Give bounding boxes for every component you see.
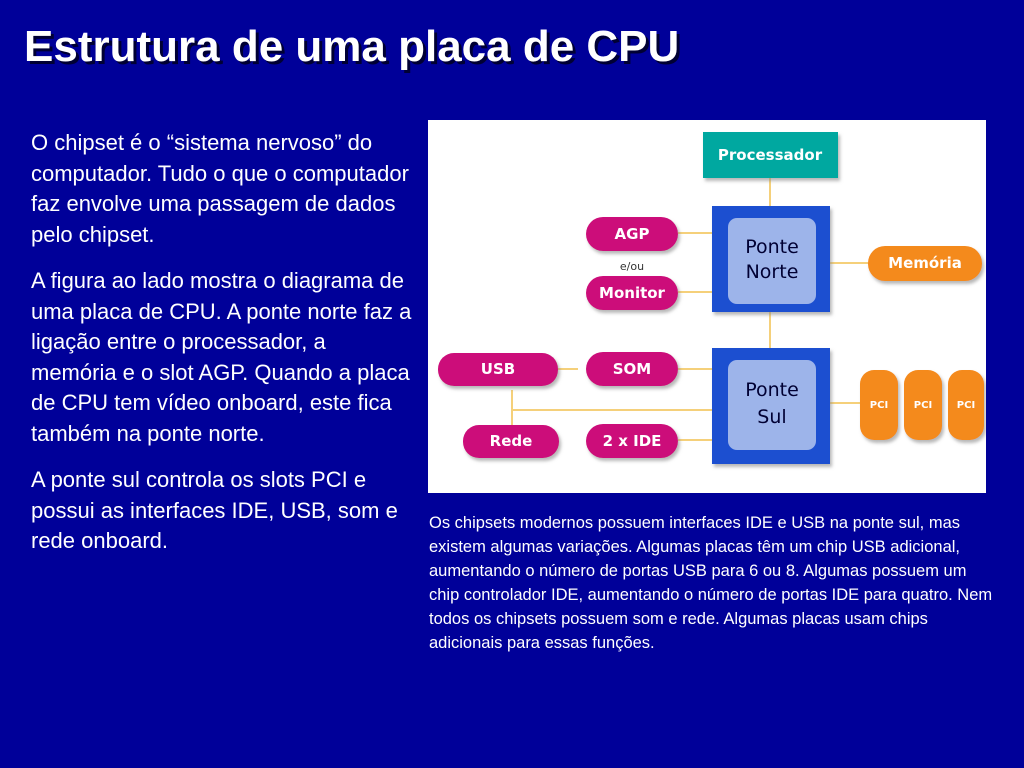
memory-label: Memória: [888, 254, 962, 272]
usb-label: USB: [481, 360, 515, 378]
ide-label: 2 x IDE: [603, 432, 662, 450]
memory-block: Memória: [868, 246, 982, 281]
pci-label-3: PCI: [957, 400, 975, 411]
paragraph-north-bridge: A figura ao lado mostra o diagrama de um…: [31, 268, 412, 446]
bus-lines: [511, 178, 868, 441]
north-bridge-label-1: Ponte: [745, 236, 799, 258]
paragraph-south-bridge: A ponte sul controla os slots PCI e poss…: [31, 467, 398, 553]
north-bridge-label-2: Norte: [746, 261, 799, 283]
monitor-block: Monitor: [586, 276, 678, 310]
monitor-label: Monitor: [599, 284, 666, 302]
sound-block: SOM: [586, 352, 678, 386]
processor-block: Processador: [703, 132, 838, 178]
paragraph-chipset: O chipset é o “sistema nervoso” do compu…: [31, 130, 409, 247]
south-bridge-block: Ponte Sul: [712, 348, 830, 464]
pci-slot-1: PCI: [860, 370, 898, 440]
or-label: e/ou: [620, 260, 644, 273]
body-text: O chipset é o “sistema nervoso” do compu…: [31, 128, 416, 573]
north-bridge-block: Ponte Norte: [712, 206, 830, 312]
diagram-svg: Processador Ponte Norte Ponte Sul AGP e/…: [438, 132, 984, 464]
pci-label-2: PCI: [914, 400, 932, 411]
slide-title: Estrutura de uma placa de CPU: [24, 22, 680, 71]
pci-slot-3: PCI: [948, 370, 984, 440]
agp-block: AGP: [586, 217, 678, 251]
pci-label-1: PCI: [870, 400, 888, 411]
usb-block: USB: [438, 353, 558, 386]
agp-label: AGP: [615, 225, 650, 243]
diagram-caption: Os chipsets modernos possuem interfaces …: [429, 514, 993, 652]
south-bridge-label-1: Ponte: [745, 379, 799, 401]
processor-label: Processador: [718, 146, 823, 164]
sound-label: SOM: [613, 360, 651, 378]
network-label: Rede: [490, 432, 533, 450]
network-block: Rede: [463, 425, 559, 458]
pci-slot-2: PCI: [904, 370, 942, 440]
south-bridge-label-2: Sul: [757, 406, 786, 428]
ide-block: 2 x IDE: [586, 424, 678, 458]
chipset-diagram: Processador Ponte Norte Ponte Sul AGP e/…: [428, 120, 986, 493]
